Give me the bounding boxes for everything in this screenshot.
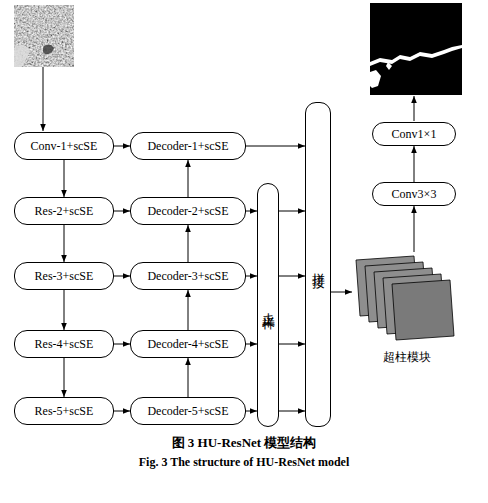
conv-box: Conv1×1: [372, 122, 456, 146]
encoder-box: Conv-1+scSE: [14, 132, 114, 160]
arrow-connector: [114, 276, 130, 277]
arrow-connector: [188, 358, 189, 397]
input-image: [14, 5, 74, 67]
input-pit: [43, 44, 54, 54]
feature-map-stack: [352, 252, 462, 348]
output-arrow: [414, 96, 415, 121]
node-label: 上采样: [259, 302, 277, 308]
conv-box: Conv3×3: [372, 182, 456, 206]
arrow-connector: [188, 290, 189, 330]
node-label: 拼接: [309, 263, 327, 267]
arrow-connector: [246, 211, 257, 212]
arrow-connector: [246, 276, 257, 277]
encoder-box: Res-2+scSE: [14, 197, 114, 225]
node-label: Res-3+scSE: [35, 269, 94, 284]
input-patch: [14, 45, 30, 67]
encoder-box: Res-4+scSE: [14, 330, 114, 358]
node-label: Conv1×1: [392, 127, 437, 142]
arrow-connector: [331, 292, 352, 293]
arrow-connector: [64, 358, 65, 397]
arrow-connector: [414, 146, 415, 182]
arrow-connector: [114, 344, 130, 345]
crack-line: [370, 45, 462, 66]
node-label: Res-5+scSE: [35, 404, 94, 419]
arrow-connector: [188, 225, 189, 262]
node-label: Decoder-2+scSE: [147, 204, 228, 219]
upsample-band: 上采样: [257, 183, 279, 427]
arrow-connector: [279, 344, 305, 345]
arrow-connector: [246, 411, 257, 412]
arrow-connector: [114, 411, 130, 412]
crack-blob: [370, 70, 381, 88]
input-arrow: [43, 67, 44, 131]
node-label: Decoder-5+scSE: [147, 404, 228, 419]
arrow-connector: [246, 146, 305, 147]
output-background: [370, 3, 462, 95]
decoder-box: Decoder-5+scSE: [130, 397, 246, 425]
decoder-box: Decoder-4+scSE: [130, 330, 246, 358]
figure-caption: 图 3 HU-ResNet 模型结构: [0, 434, 488, 452]
arrow-connector: [279, 411, 305, 412]
arrow-connector: [64, 160, 65, 197]
arrow-connector: [414, 206, 415, 252]
node-label: Conv3×3: [392, 187, 437, 202]
arrow-connector: [246, 344, 257, 345]
figure-caption-english: Fig. 3 The structure of HU-ResNet model: [0, 455, 488, 470]
decoder-box: Decoder-3+scSE: [130, 262, 246, 290]
input-texture: [14, 5, 74, 67]
arrow-connector: [188, 160, 189, 197]
arrow-connector: [114, 211, 130, 212]
arrow-connector: [64, 225, 65, 262]
node-label: Decoder-1+scSE: [147, 139, 228, 154]
decoder-box: Decoder-1+scSE: [130, 132, 246, 160]
encoder-box: Res-5+scSE: [14, 397, 114, 425]
arrow-connector: [279, 276, 305, 277]
hypercolumn-stack: 超柱模块: [352, 252, 462, 348]
node-label: Res-4+scSE: [35, 337, 94, 352]
arrow-connector: [114, 146, 130, 147]
decoder-box: Decoder-2+scSE: [130, 197, 246, 225]
node-label: Res-2+scSE: [35, 204, 94, 219]
crack-branch: [386, 62, 392, 70]
node-label: Decoder-4+scSE: [147, 337, 228, 352]
feature-map: [392, 280, 454, 340]
output-image: [370, 3, 462, 95]
concat-band: 拼接: [305, 102, 331, 427]
node-label: Decoder-3+scSE: [147, 269, 228, 284]
node-label: 超柱模块: [352, 349, 462, 366]
arrow-connector: [279, 211, 305, 212]
arrow-connector: [64, 290, 65, 330]
node-label: Conv-1+scSE: [31, 139, 98, 154]
encoder-box: Res-3+scSE: [14, 262, 114, 290]
